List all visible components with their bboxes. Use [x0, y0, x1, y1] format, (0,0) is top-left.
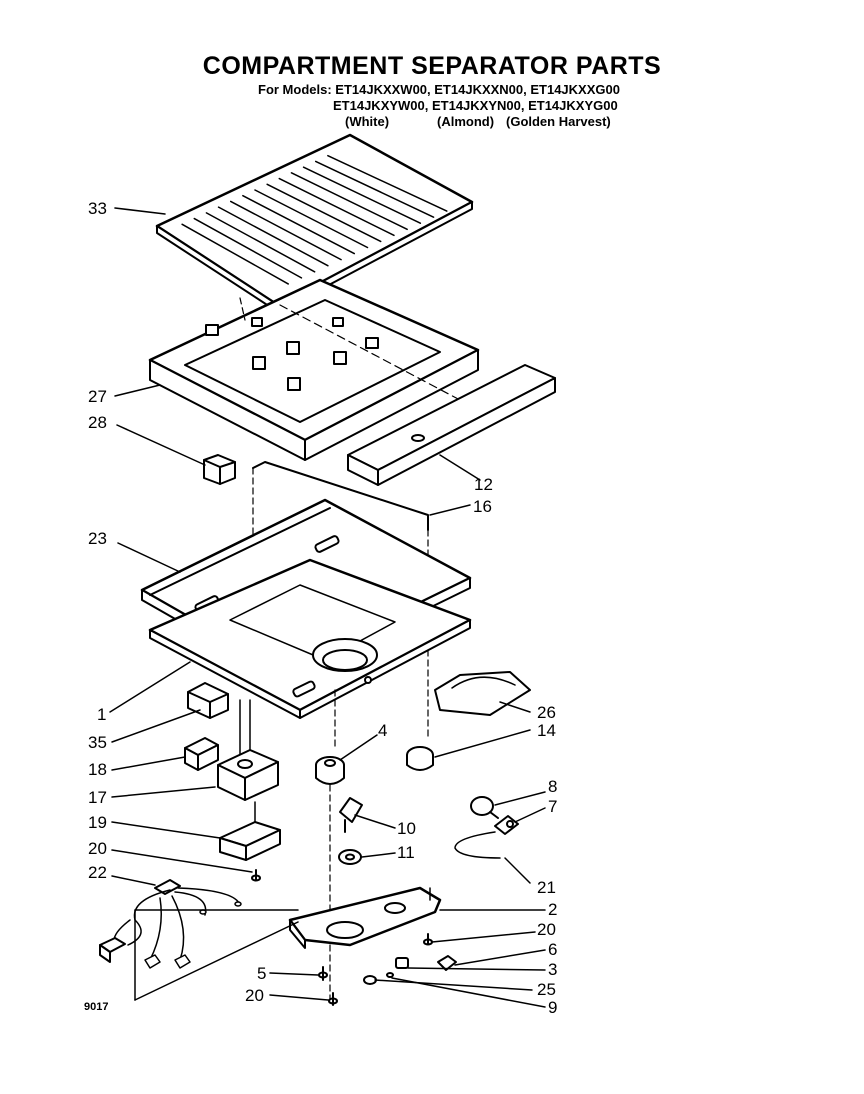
callout-2: 2: [548, 900, 557, 919]
screw-20-lower: [328, 992, 338, 1006]
shelf-slat: [254, 189, 369, 249]
screw-3: [395, 957, 409, 969]
clip-28: [203, 454, 236, 485]
baffle-26: [434, 671, 531, 716]
spacer-25: [363, 975, 377, 985]
callout-11: 11: [397, 843, 415, 862]
callout-6: 6: [548, 940, 557, 959]
models-line-1: For Models: ET14JKXXW00, ET14JKXXN00, ET…: [258, 82, 620, 97]
callout-12: 12: [474, 475, 493, 494]
callout-27: 27: [88, 387, 107, 406]
separator-pan-1: [148, 558, 472, 791]
leader-lines: [109, 207, 546, 1008]
shelf-slat: [302, 166, 422, 224]
callout-23: 23: [88, 529, 107, 548]
callout-8: 8: [548, 777, 557, 796]
callout-20-lower: 20: [245, 986, 264, 1005]
shelf-slat: [181, 223, 289, 285]
insulator-4: [315, 756, 345, 1001]
shelf-slat: [314, 160, 435, 218]
callout-20-mid: 20: [537, 920, 556, 939]
shelf-slat: [229, 200, 342, 261]
shelf-slat: [327, 154, 448, 212]
callout-7: 7: [548, 797, 557, 816]
shelf-slat: [266, 183, 382, 243]
knob-11: [338, 849, 362, 865]
callout-26: 26: [537, 703, 556, 722]
callout-35: 35: [88, 733, 107, 752]
callout-labels: 33 27 28 12 16 23 1 26 35 4 14 18 17 8 7…: [84, 199, 557, 1017]
damper-10: [339, 797, 363, 833]
callout-4: 4: [378, 721, 387, 740]
shelf-slat: [242, 194, 356, 255]
shelf-slat: [278, 177, 395, 237]
callout-5: 5: [257, 964, 266, 983]
models-line-2: ET14JKXYW00, ET14JKXYN00, ET14JKXYG00: [333, 98, 618, 113]
callout-22: 22: [88, 863, 107, 882]
color-white: (White): [345, 114, 390, 129]
callout-14: 14: [537, 721, 556, 740]
page-title: COMPARTMENT SEPARATOR PARTS: [202, 52, 662, 80]
harness-bracket-lines: [134, 909, 299, 1001]
thermostat-19: [219, 801, 281, 861]
callout-21: 21: [537, 878, 556, 897]
separator-frame-27: [148, 278, 480, 461]
header: COMPARTMENT SEPARATOR PARTS For Models: …: [0, 0, 864, 140]
callout-25: 25: [537, 980, 556, 999]
control-17: [217, 749, 279, 801]
callout-9: 9: [548, 998, 557, 1017]
color-golden-harvest: (Golden Harvest): [506, 114, 611, 129]
callout-17: 17: [88, 788, 107, 807]
harness-22: [99, 879, 242, 969]
callout-16: 16: [473, 497, 492, 516]
bracket-12: [347, 364, 556, 486]
diagram-code: 9017: [84, 1001, 108, 1013]
gasket-18: [184, 737, 219, 771]
cover-2: [288, 886, 442, 949]
color-almond: (Almond): [437, 114, 495, 129]
clip-6: [437, 955, 457, 971]
wire-21: [454, 831, 501, 859]
shelf-slat: [193, 217, 303, 279]
screw-20-upper: [251, 869, 261, 882]
screw-9: [386, 972, 394, 978]
screw-20-mid: [423, 933, 433, 946]
shelf-slat: [217, 206, 329, 267]
callout-20-upper: 20: [88, 839, 107, 858]
shelf-slat: [205, 212, 316, 273]
switch-35: [187, 682, 229, 719]
callout-1: 1: [97, 705, 106, 724]
callout-19: 19: [88, 813, 107, 832]
socket-7: [494, 815, 519, 835]
insulator-14: [406, 746, 434, 771]
shelf-slat: [290, 172, 408, 231]
callout-33: 33: [88, 199, 107, 218]
screw-5: [318, 966, 328, 981]
lamp-8: [470, 796, 499, 819]
callout-18: 18: [88, 760, 107, 779]
callout-3: 3: [548, 960, 557, 979]
callout-28: 28: [88, 413, 107, 432]
callout-10: 10: [397, 819, 416, 838]
